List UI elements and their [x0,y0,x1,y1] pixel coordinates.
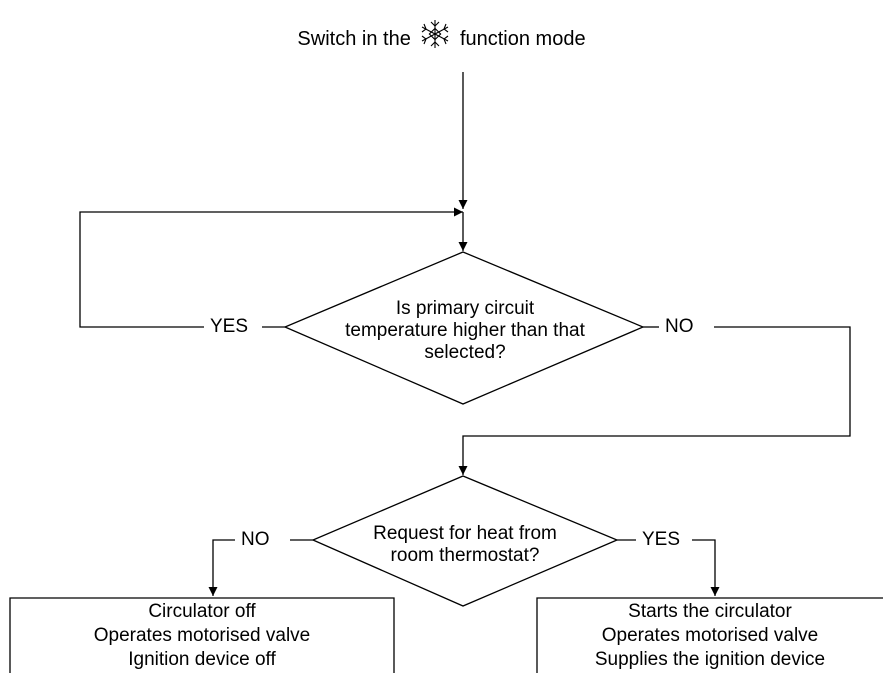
decision1-yes-label: YES [204,316,255,338]
decision1-line: temperature higher than that [345,320,585,341]
decision2-yes-label: YES [636,529,687,551]
yes-loop-arrow [79,207,463,328]
decision1-line: Is primary circuit [395,298,535,319]
title-prefix: Switch in the [297,27,411,50]
left-box-text: Circulator off Operates motorised valve … [10,600,394,672]
decision2-line: room thermostat? [390,545,540,566]
decision1-diamond [283,251,645,405]
right-box-line: Operates motorised valve [601,625,819,646]
decision1-text: Is primary circuit temperature higher th… [320,298,610,364]
right-box-text: Starts the circulator Operates motorised… [537,600,883,672]
no-to-left-box-arrow [208,539,235,596]
title-suffix: function mode [459,27,586,50]
decision1-no-label: NO [659,316,700,338]
no-to-decision2-arrow [458,326,851,475]
decision2-diamond [311,475,619,607]
snowflake-icon [418,18,452,55]
flowchart-title: Switch in the function mode [0,20,883,55]
yes-to-right-box-arrow [692,539,720,596]
left-box-line: Circulator off [148,601,256,622]
decision2-text: Request for heat from room thermostat? [330,523,600,567]
left-box-line: Operates motorised valve [93,625,311,646]
right-action-box [536,597,883,673]
decision2-line: Request for heat from [373,523,557,544]
left-action-box [9,597,395,673]
right-box-line: Supplies the ignition device [594,649,826,670]
left-box-line: Ignition device off [128,649,276,670]
right-box-line: Starts the circulator [628,601,792,622]
decision2-no-label: NO [235,529,276,551]
decision1-line: selected? [424,342,506,363]
